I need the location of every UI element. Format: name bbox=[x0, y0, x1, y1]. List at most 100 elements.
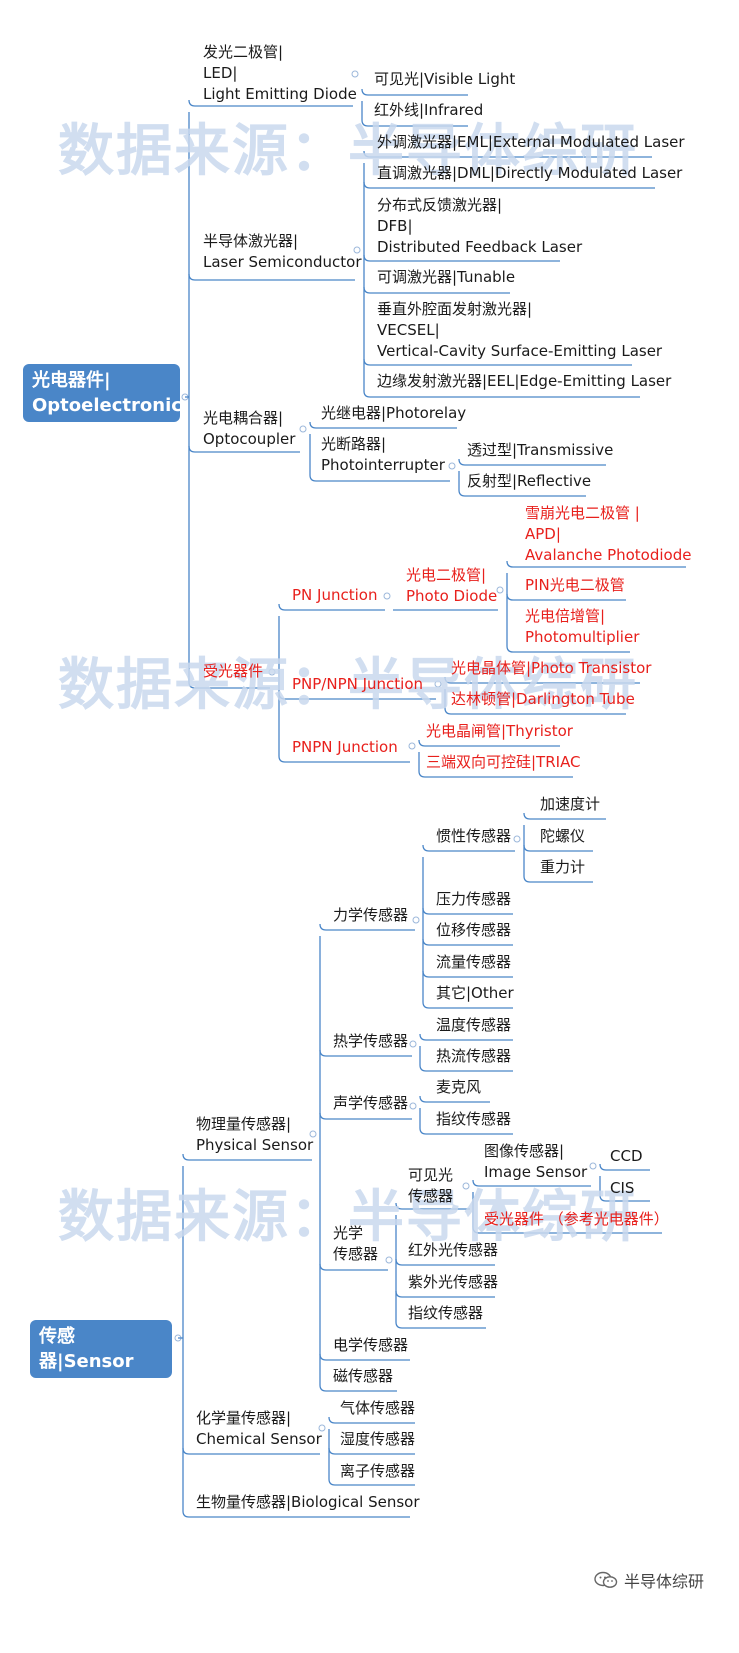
connector bbox=[422, 970, 430, 978]
node-led[interactable]: 发光二极管| LED| Light Emitting Diode bbox=[203, 43, 357, 103]
node-pnp-npn[interactable]: PNP/NPN Junction bbox=[292, 675, 424, 693]
node-acoustic-sensor[interactable]: 声学传感器 bbox=[333, 1094, 409, 1112]
node-photo-transistor[interactable]: 光电晶体管|Photo Transistor bbox=[451, 659, 652, 677]
node-optocoupler[interactable]: 光电耦合器| Optocoupler bbox=[203, 409, 296, 448]
node-pin[interactable]: PIN光电二极管 bbox=[525, 576, 625, 594]
connector bbox=[419, 1064, 427, 1072]
node-thyristor[interactable]: 光电晶闸管|Thyristor bbox=[426, 722, 573, 740]
node-light-receiver[interactable]: 受光器件 bbox=[203, 662, 264, 680]
collapse-toggle bbox=[383, 592, 391, 600]
connector bbox=[361, 119, 369, 127]
node-other[interactable]: 其它|Other bbox=[436, 984, 514, 1002]
connector bbox=[188, 681, 196, 689]
node-receiver-ref[interactable]: 受光器件 （参考光电器件） bbox=[484, 1210, 669, 1228]
node-displacement-sensor[interactable]: 位移传感器 bbox=[436, 921, 512, 939]
node-uv-sensor[interactable]: 紫外光传感器 bbox=[408, 1273, 499, 1291]
node-microphone[interactable]: 麦克风 bbox=[436, 1078, 482, 1096]
node-vcsel[interactable]: 垂直外腔面发射激光器| VECSEL| Vertical-Cavity Surf… bbox=[377, 300, 663, 360]
node-thermal-sensor[interactable]: 热学传感器 bbox=[333, 1032, 409, 1050]
node-accelerometer[interactable]: 加速度计 bbox=[540, 795, 601, 813]
node-visible-light[interactable]: 可见光|Visible Light bbox=[374, 70, 516, 88]
node-magnetic-sensor[interactable]: 磁传感器 bbox=[333, 1367, 394, 1385]
node-fingerprint-sensor-2[interactable]: 指纹传感器 bbox=[408, 1304, 484, 1322]
node-reflective[interactable]: 反射型|Reflective bbox=[467, 472, 592, 490]
connector bbox=[319, 1049, 327, 1057]
node-laser-semiconductor[interactable]: 半导体激光器| Laser Semiconductor bbox=[203, 232, 362, 271]
node-dml[interactable]: 直调激光器|DML|Directly Modulated Laser bbox=[377, 164, 683, 182]
node-infrared-sensor[interactable]: 红外光传感器 bbox=[408, 1241, 499, 1259]
connector bbox=[506, 645, 514, 653]
node-pn-junction[interactable]: PN Junction bbox=[292, 586, 378, 604]
node-physical-sensor[interactable]: 物理量传感器| Physical Sensor bbox=[196, 1115, 314, 1154]
node-pnpn[interactable]: PNPN Junction bbox=[292, 738, 398, 756]
node-optical-sensor[interactable]: 光学 传感器 bbox=[333, 1224, 379, 1263]
node-electrical-sensor[interactable]: 电学传感器 bbox=[333, 1336, 409, 1354]
connector bbox=[319, 1353, 327, 1361]
node-eml[interactable]: 外调激光器|EML|External Modulated Laser bbox=[377, 133, 685, 151]
connector bbox=[418, 739, 426, 747]
connector bbox=[328, 1447, 336, 1455]
node-apd[interactable]: 雪崩光电二极管 | APD| Avalanche Photodiode bbox=[525, 504, 692, 564]
node-infrared[interactable]: 红外线|Infrared bbox=[374, 101, 484, 119]
collapse-toggle bbox=[496, 586, 504, 594]
node-gravimeter[interactable]: 重力计 bbox=[540, 858, 586, 876]
connector bbox=[444, 707, 452, 715]
node-darlington[interactable]: 达林顿管|Darlington Tube bbox=[451, 690, 635, 708]
node-tunable[interactable]: 可调激光器|Tunable bbox=[377, 268, 516, 286]
connector bbox=[395, 1202, 403, 1210]
node-gyroscope[interactable]: 陀螺仪 bbox=[540, 827, 586, 845]
collapse-toggle bbox=[299, 425, 307, 433]
node-photorelay[interactable]: 光继电器|Photorelay bbox=[321, 404, 467, 422]
node-photointerrupter[interactable]: 光断路器| Photointerrupter bbox=[321, 435, 445, 474]
node-ion-sensor[interactable]: 离子传感器 bbox=[340, 1462, 416, 1480]
node-visible-light-sensor[interactable]: 可见光 传感器 bbox=[408, 1166, 454, 1205]
root-node-sensor[interactable]: 传感器|Sensor bbox=[30, 1320, 172, 1378]
node-cis[interactable]: CIS bbox=[610, 1179, 635, 1197]
collapse-toggle bbox=[351, 70, 359, 78]
node-chemical-sensor[interactable]: 化学量传感器| Chemical Sensor bbox=[196, 1409, 322, 1448]
connector bbox=[523, 812, 531, 820]
connector bbox=[422, 844, 430, 852]
node-biological-sensor[interactable]: 生物量传感器|Biological Sensor bbox=[196, 1493, 420, 1511]
node-temperature-sensor[interactable]: 温度传感器 bbox=[436, 1016, 512, 1034]
connector bbox=[278, 755, 286, 763]
watermark: 数据来源：半导体综研 bbox=[58, 653, 638, 718]
node-flow-sensor[interactable]: 流量传感器 bbox=[436, 953, 512, 971]
collapse-toggle bbox=[353, 246, 361, 254]
connector bbox=[419, 1033, 427, 1041]
collapse-toggle bbox=[448, 462, 456, 470]
connector bbox=[363, 150, 371, 158]
node-humidity-sensor[interactable]: 湿度传感器 bbox=[340, 1430, 416, 1448]
node-mechanical-sensor[interactable]: 力学传感器 bbox=[333, 906, 409, 924]
node-image-sensor[interactable]: 图像传感器| Image Sensor bbox=[484, 1142, 588, 1181]
connector bbox=[188, 273, 196, 281]
connector bbox=[319, 1263, 327, 1271]
footer-brand: 半导体综研 bbox=[594, 1568, 704, 1592]
node-eel[interactable]: 边缘发射激光器|EEL|Edge-Emitting Laser bbox=[377, 372, 672, 390]
node-inertial-sensor[interactable]: 惯性传感器 bbox=[436, 827, 512, 845]
node-triac[interactable]: 三端双向可控硅|TRIAC bbox=[426, 753, 581, 771]
watermark: 数据来源：半导体综研 bbox=[58, 119, 638, 184]
node-dfb[interactable]: 分布式反馈激光器| DFB| Distributed Feedback Lase… bbox=[377, 196, 583, 256]
node-fingerprint-sensor[interactable]: 指纹传感器 bbox=[436, 1110, 512, 1128]
connector bbox=[363, 358, 371, 366]
connector bbox=[419, 1095, 427, 1103]
connector bbox=[395, 1258, 403, 1266]
node-pressure-sensor[interactable]: 压力传感器 bbox=[436, 890, 512, 908]
node-ccd[interactable]: CCD bbox=[610, 1147, 643, 1165]
collapse-toggle bbox=[513, 835, 521, 843]
connector bbox=[363, 254, 371, 262]
node-transmissive[interactable]: 透过型|Transmissive bbox=[467, 441, 614, 459]
node-photomultiplier[interactable]: 光电倍增管| Photomultiplier bbox=[525, 607, 640, 646]
node-gas-sensor[interactable]: 气体传感器 bbox=[340, 1399, 416, 1417]
connector bbox=[328, 1478, 336, 1486]
node-photo-diode[interactable]: 光电二极管| Photo Diode bbox=[406, 566, 498, 605]
collapse-toggle bbox=[385, 1256, 393, 1264]
connector bbox=[418, 770, 426, 778]
connector bbox=[363, 286, 371, 294]
node-heat-flow-sensor[interactable]: 热流传感器 bbox=[436, 1047, 512, 1065]
footer-brand-text: 半导体综研 bbox=[623, 1572, 704, 1591]
connector bbox=[523, 844, 531, 852]
connector bbox=[472, 1226, 480, 1234]
root-node-optoelectronic[interactable]: 光电器件| Optoelectronic bbox=[23, 364, 182, 422]
